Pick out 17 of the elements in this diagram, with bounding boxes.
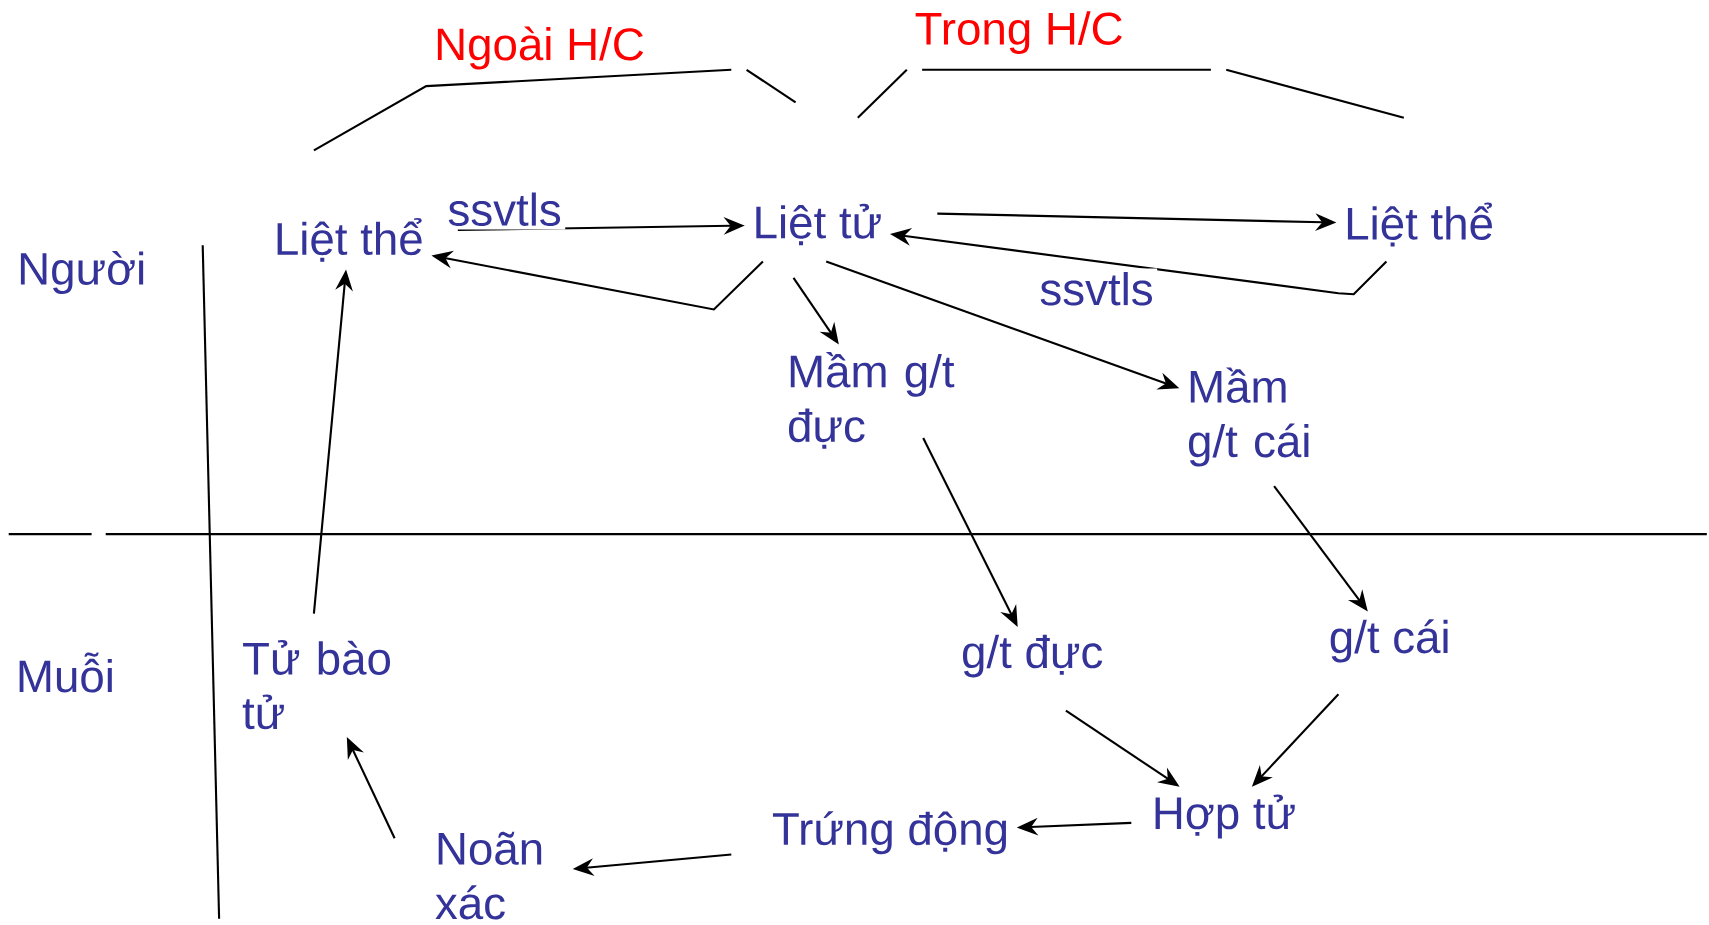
edge-label: ssvtls xyxy=(444,189,566,230)
stage-label: Tử bào tử xyxy=(242,639,390,730)
host-label: Muỗi xyxy=(19,652,112,693)
stage-label: Mầm g/t đực xyxy=(788,352,955,449)
stage-label: Liệt thể xyxy=(277,217,422,262)
stage-label: g/t cái xyxy=(1330,619,1448,663)
stage-label: Trứng động xyxy=(772,811,1007,855)
stage-label: Mầm g/t cái xyxy=(1189,367,1309,467)
host-label: Người xyxy=(20,250,144,295)
edge-label: ssvtls xyxy=(1035,268,1158,310)
stage-label: g/t đực xyxy=(963,634,1103,678)
region-heading: Trong H/C xyxy=(915,11,1122,54)
stage-label: Liệt tử xyxy=(756,203,881,246)
region-heading: Ngoài H/C xyxy=(437,26,644,70)
stage-label: Liệt thể xyxy=(1347,202,1492,247)
stage-label: Noãn xác xyxy=(435,831,542,920)
stage-label: Hợp tử xyxy=(1155,794,1295,839)
